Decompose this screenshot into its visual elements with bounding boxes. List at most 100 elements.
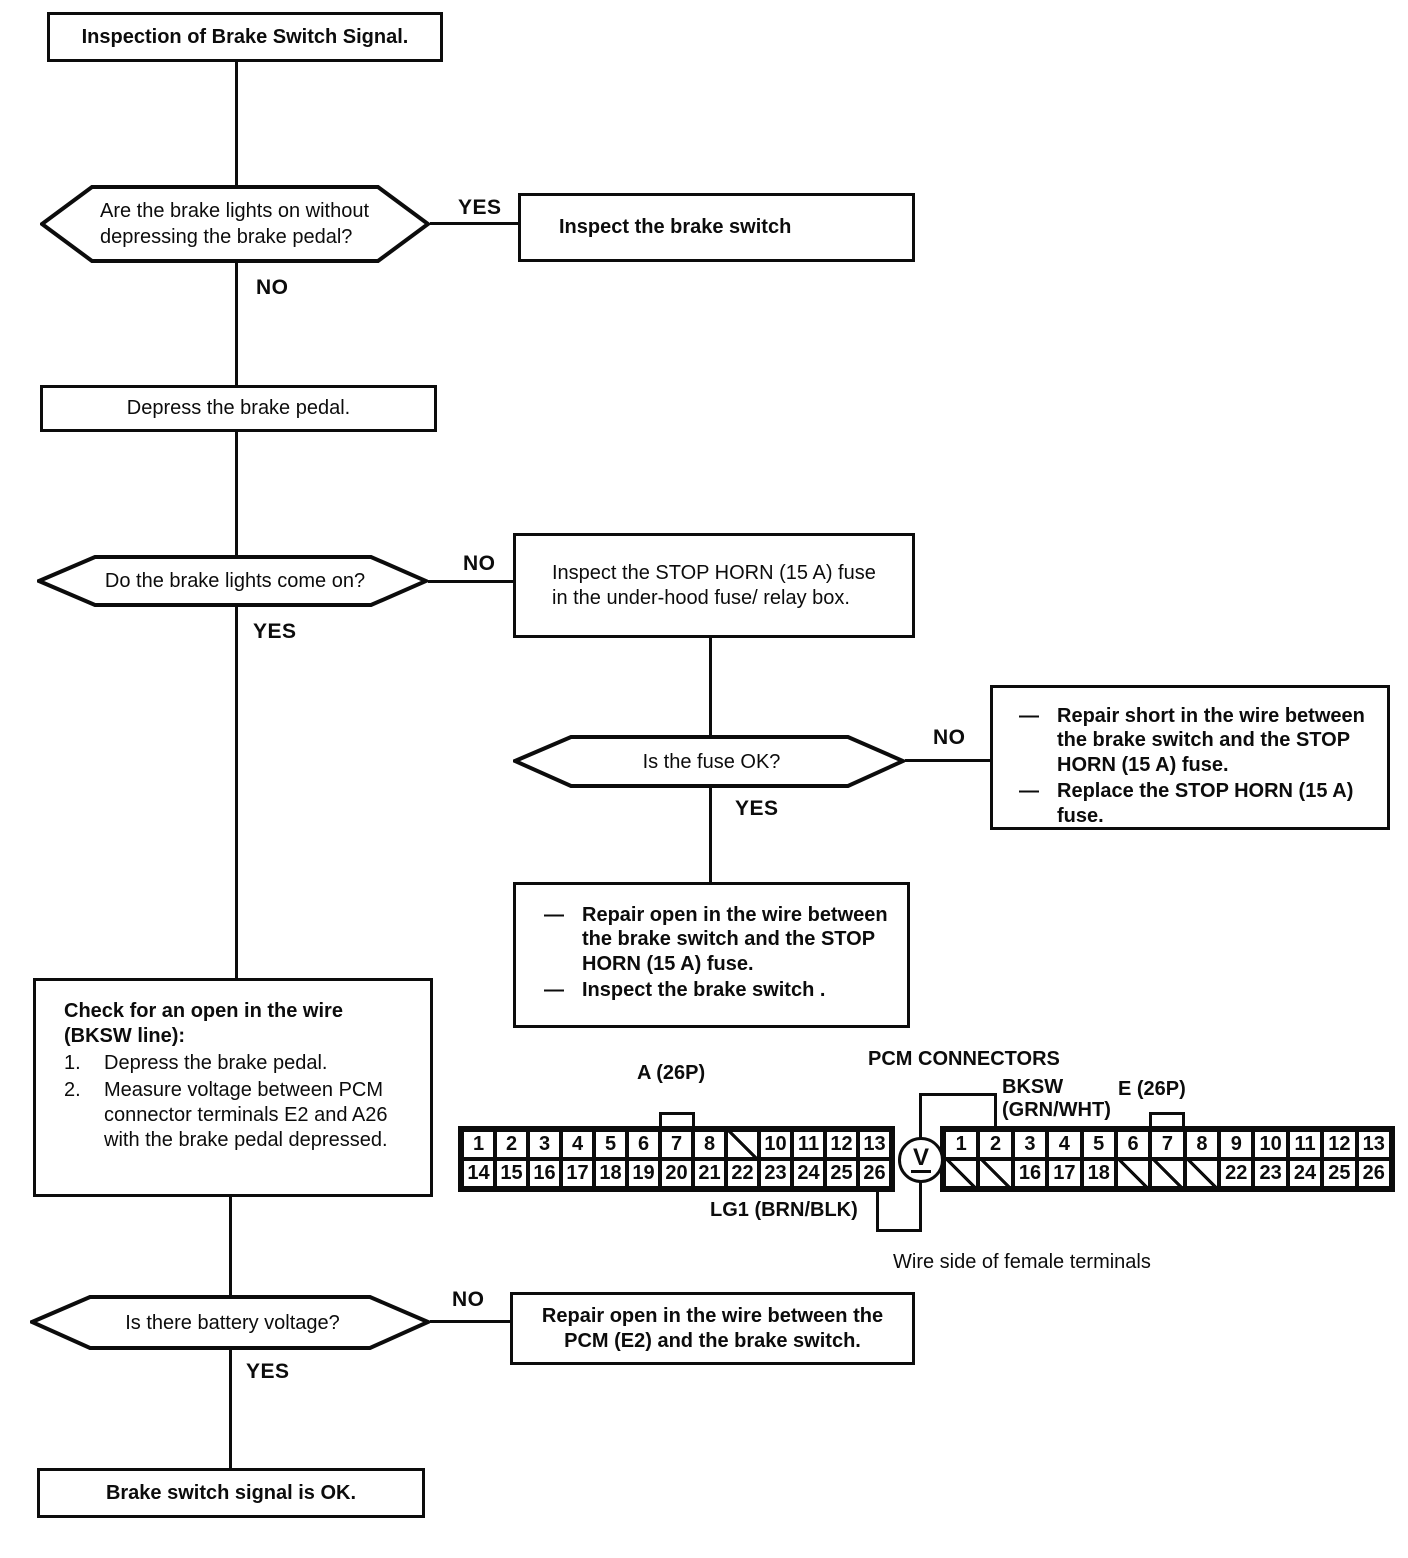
connector-pin: 16 xyxy=(528,1159,561,1188)
connector-pin: 11 xyxy=(792,1130,825,1159)
action-step: 1. Depress the brake pedal. xyxy=(64,1051,416,1076)
bksw-wire-label: BKSW xyxy=(1002,1076,1064,1098)
decision-brake-lights-without: Are the brake lights on without depressi… xyxy=(40,185,430,263)
connector-pin: 5 xyxy=(594,1130,627,1159)
connector-e-label: E (26P) xyxy=(1118,1078,1186,1100)
connector-pin: 5 xyxy=(1081,1130,1116,1159)
connector-pin: 7 xyxy=(1150,1130,1185,1159)
action-inspect-fuse: Inspect the STOP HORN (15 A) fuse in the… xyxy=(513,533,915,638)
connector-pin: 23 xyxy=(1253,1159,1288,1188)
start-node: Inspection of Brake Switch Signal. xyxy=(47,12,443,62)
start-node-label: Inspection of Brake Switch Signal. xyxy=(81,25,409,48)
action-label: Inspect the STOP HORN (15 A) fuse in the… xyxy=(552,561,876,609)
meter-wire xyxy=(876,1190,879,1232)
branch-yes-label: YES xyxy=(458,196,502,219)
connector-pin: 4 xyxy=(561,1130,594,1159)
action-label: Depress the brake pedal. xyxy=(126,397,351,419)
flow-line xyxy=(229,1197,232,1295)
action-repair-short: — Repair short in the wire between the b… xyxy=(990,685,1390,830)
connector-pin: 12 xyxy=(825,1130,858,1159)
action-item: — Repair open in the wire between the br… xyxy=(544,903,891,976)
flow-line-no3 xyxy=(905,759,990,762)
connector-e-keying-tab xyxy=(1149,1112,1185,1129)
branch-no-label: NO xyxy=(256,276,289,299)
action-item-text: Repair short in the wire between the bra… xyxy=(1057,705,1365,776)
connector-pin xyxy=(726,1130,759,1159)
connector-pin: 24 xyxy=(792,1159,825,1188)
action-repair-open-fuse: — Repair open in the wire between the br… xyxy=(513,882,910,1028)
branch-no-label: NO xyxy=(463,552,496,575)
connector-pin: 25 xyxy=(1322,1159,1357,1188)
connector-pin: 2 xyxy=(978,1130,1013,1159)
action-check-open: Check for an open in the wire (BKSW line… xyxy=(33,978,433,1197)
connector-pin: 1 xyxy=(462,1130,495,1159)
connector-pin: 6 xyxy=(1115,1130,1151,1159)
action-label: Inspect the brake switch xyxy=(559,216,792,238)
step-number: 2. xyxy=(64,1079,81,1101)
step-number: 1. xyxy=(64,1052,81,1074)
flow-line xyxy=(235,607,238,978)
end-node: Brake switch signal is OK. xyxy=(37,1468,425,1518)
connector-pin: 13 xyxy=(858,1130,891,1159)
hexagon-shape xyxy=(37,555,428,607)
decision-brake-lights-on: Do the brake lights come on? xyxy=(37,555,428,607)
decision-battery-voltage: Is there battery voltage? xyxy=(30,1295,430,1350)
end-node-label: Brake switch signal is OK. xyxy=(105,1481,357,1504)
voltmeter-glyph: V xyxy=(910,1144,931,1173)
connector-pin: 13 xyxy=(1356,1130,1391,1159)
wire-side-caption: Wire side of female terminals xyxy=(893,1251,1151,1273)
connector-pin: 2 xyxy=(495,1130,528,1159)
decision-label: Are the brake lights on without depressi… xyxy=(100,200,370,248)
connector-pin xyxy=(978,1159,1013,1188)
action-item-text: Replace the STOP HORN (15 A) fuse. xyxy=(1057,780,1354,827)
action-item-text: Inspect the brake switch . xyxy=(582,979,826,1002)
branch-yes-label: YES xyxy=(735,797,779,820)
branch-no-label: NO xyxy=(452,1288,485,1311)
branch-yes-label: YES xyxy=(253,620,297,643)
decision-fuse-ok: Is the fuse OK? xyxy=(513,735,905,788)
connector-pin: 17 xyxy=(561,1159,594,1188)
connector-pin xyxy=(1115,1159,1151,1188)
connector-pin xyxy=(1184,1159,1220,1188)
connector-pin: 17 xyxy=(1047,1159,1082,1188)
connector-pin: 8 xyxy=(693,1130,726,1159)
action-item-text: Repair open in the wire between the brak… xyxy=(582,904,888,975)
connector-pin: 4 xyxy=(1047,1130,1082,1159)
hexagon-shape xyxy=(40,185,430,263)
connector-pin: 16 xyxy=(1012,1159,1048,1188)
connector-pin: 24 xyxy=(1287,1159,1323,1188)
connector-pin: 10 xyxy=(1253,1130,1288,1159)
connector-pin: 14 xyxy=(462,1159,495,1188)
dash-bullet: — xyxy=(1019,705,1039,727)
flow-line xyxy=(709,788,712,882)
meter-wire xyxy=(919,1181,922,1232)
action-depress-pedal: Depress the brake pedal. xyxy=(40,385,437,432)
connector-pin: 20 xyxy=(660,1159,693,1188)
flow-line-no2 xyxy=(428,580,513,583)
connector-pin: 22 xyxy=(1219,1159,1254,1188)
lg1-wire-label: LG1 (BRN/BLK) xyxy=(710,1199,858,1221)
flow-line xyxy=(235,263,238,385)
connector-pin: 1 xyxy=(944,1130,979,1159)
connector-pin: 7 xyxy=(660,1130,693,1159)
connector-pin: 12 xyxy=(1322,1130,1357,1159)
flow-line xyxy=(235,432,238,555)
connector-pin: 8 xyxy=(1184,1130,1220,1159)
connector-pin: 26 xyxy=(858,1159,891,1188)
action-inspect-brake-switch: Inspect the brake switch xyxy=(518,193,915,262)
connector-pin: 19 xyxy=(627,1159,660,1188)
connector-pin: 10 xyxy=(759,1130,792,1159)
action-repair-open-pcm: Repair open in the wire between the PCM … xyxy=(510,1292,915,1365)
action-step: 2. Measure voltage between PCM connector… xyxy=(64,1078,416,1153)
decision-label: Do the brake lights come on? xyxy=(104,570,366,592)
flow-line-yes1 xyxy=(430,222,518,225)
branch-yes-label: YES xyxy=(246,1360,290,1383)
connector-pin: 15 xyxy=(495,1159,528,1188)
connector-pin: 22 xyxy=(726,1159,759,1188)
connector-a-keying-tab xyxy=(659,1112,695,1129)
hexagon-shape xyxy=(30,1295,430,1350)
